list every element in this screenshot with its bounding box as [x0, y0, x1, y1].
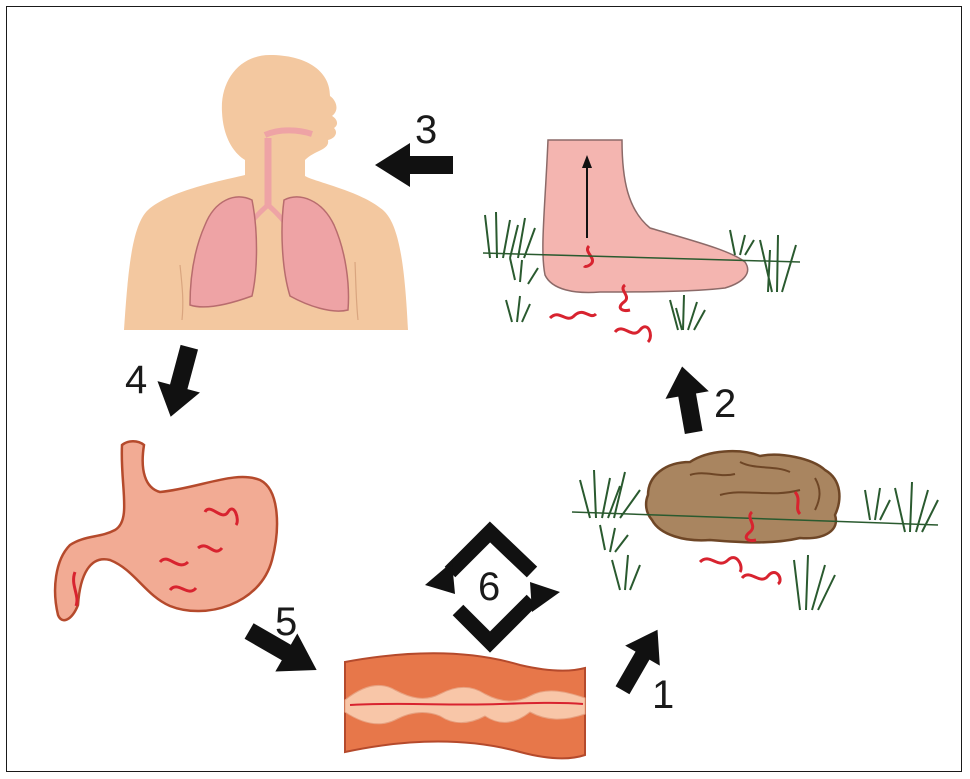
- step-3-label: 3: [415, 108, 437, 152]
- foot-larvae-icon: [550, 285, 650, 342]
- step-3-arrow-icon: [375, 143, 453, 187]
- foot-icon: [543, 140, 748, 292]
- feces-icon: [646, 451, 839, 542]
- intestine-icon: [345, 653, 585, 758]
- step-4-arrow-icon: [149, 342, 210, 423]
- step-5-label: 5: [275, 600, 297, 644]
- stomach-icon: [55, 441, 277, 620]
- human-torso-icon: [124, 55, 408, 330]
- step-1-label: 1: [652, 673, 674, 717]
- step-4-label: 4: [125, 358, 147, 402]
- step-6-label: 6: [478, 565, 500, 609]
- step-2-arrow-icon: [660, 363, 715, 437]
- step-2-label: 2: [714, 382, 736, 426]
